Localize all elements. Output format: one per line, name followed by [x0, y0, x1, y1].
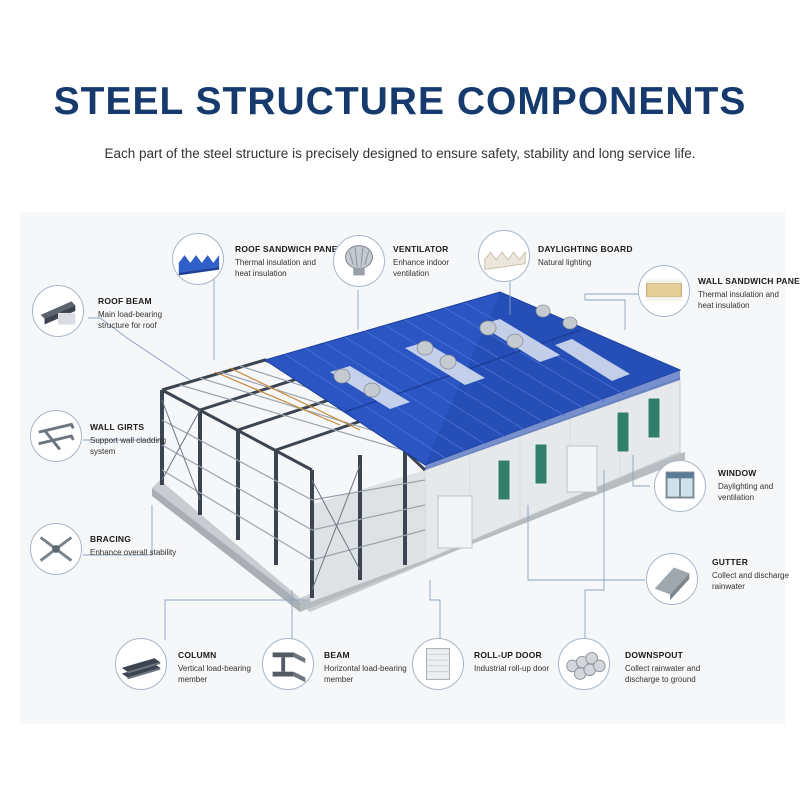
roof-sandwich-panel-title: ROOF SANDWICH PANEL [235, 244, 343, 254]
daylighting-board-title: DAYLIGHTING BOARD [538, 244, 633, 254]
column-label: COLUMN Vertical load-bearing member [178, 650, 288, 685]
downspout-icon [558, 638, 610, 690]
wall-girts-description: Support wall cladding system [90, 436, 167, 456]
bracing-title: BRACING [90, 534, 132, 544]
window-description: Daylighting and ventilation [718, 482, 774, 502]
daylighting-board-label: DAYLIGHTING BOARD Natural lighting [538, 244, 648, 268]
gutter-label: GUTTER Collect and discharge rainwater [712, 557, 800, 592]
ventilator-icon [333, 235, 385, 287]
building-doors [437, 445, 598, 549]
wall-girts-title: WALL GIRTS [90, 422, 145, 432]
daylighting-board-icon [478, 230, 530, 282]
roof-ventilators [333, 304, 578, 398]
downspout-label: DOWNSPOUT Collect rainwater and discharg… [625, 650, 735, 685]
ventilator-description: Enhance indoor ventilation [393, 258, 450, 278]
ventilator-title: VENTILATOR [393, 244, 449, 254]
downspout-title: DOWNSPOUT [625, 650, 683, 660]
column-title: COLUMN [178, 650, 217, 660]
window-label: WINDOW Daylighting and ventilation [718, 468, 800, 503]
beam-description: Horizontal load-bearing member [324, 664, 407, 684]
h-beam-icon [262, 638, 314, 690]
roof-sandwich-panel-description: Thermal insulation and heat insulation [235, 258, 316, 278]
roof-sandwich-panel-label: ROOF SANDWICH PANEL Thermal insulation a… [235, 244, 345, 279]
roll-up-door-description: Industrial roll-up door [474, 664, 550, 673]
roll-up-door-icon [412, 638, 464, 690]
wall-sandwich-panel-title: WALL SANDWICH PANEL [698, 276, 800, 286]
window-title: WINDOW [718, 468, 757, 478]
roof-panel-icon [172, 233, 224, 285]
column-icon [115, 638, 167, 690]
page-title: STEEL STRUCTURE COMPONENTS [53, 80, 747, 123]
roof-beam-label: ROOF BEAM Main load-bearing structure fo… [98, 296, 208, 331]
beam-label: BEAM Horizontal load-bearing member [324, 650, 434, 685]
beam-title: BEAM [324, 650, 350, 660]
wall-girts-icon [30, 410, 82, 462]
downspout-description: Collect rainwater and discharge to groun… [625, 664, 701, 684]
roll-up-door-title: ROLL-UP DOOR [474, 650, 542, 660]
wall-girts-label: WALL GIRTS Support wall cladding system [90, 422, 200, 457]
building-windows [497, 397, 661, 501]
roof-beam-description: Main load-bearing structure for roof [98, 310, 163, 330]
bracing-label: BRACING Enhance overall stability [90, 534, 200, 558]
end-wall [310, 470, 425, 602]
wall-sandwich-panel-label: WALL SANDWICH PANEL Thermal insulation a… [698, 276, 800, 311]
bracing-description: Enhance overall stability [90, 548, 177, 557]
gutter-icon [646, 553, 698, 605]
bracing-icon [30, 523, 82, 575]
ventilator-label: VENTILATOR Enhance indoor ventilation [393, 244, 503, 279]
wall-panel-icon [638, 265, 690, 317]
page-subtitle: Each part of the steel structure is prec… [104, 146, 696, 161]
window-icon [654, 460, 706, 512]
daylighting-board-description: Natural lighting [538, 258, 592, 267]
wall-sandwich-panel-description: Thermal insulation and heat insulation [698, 290, 779, 310]
roof-beam-icon [32, 285, 84, 337]
gutter-title: GUTTER [712, 557, 749, 567]
roll-up-door-label: ROLL-UP DOOR Industrial roll-up door [474, 650, 584, 674]
roof-beam-title: ROOF BEAM [98, 296, 152, 306]
gutter-description: Collect and discharge rainwater [712, 571, 789, 591]
column-description: Vertical load-bearing member [178, 664, 251, 684]
steel-frame [160, 390, 407, 598]
